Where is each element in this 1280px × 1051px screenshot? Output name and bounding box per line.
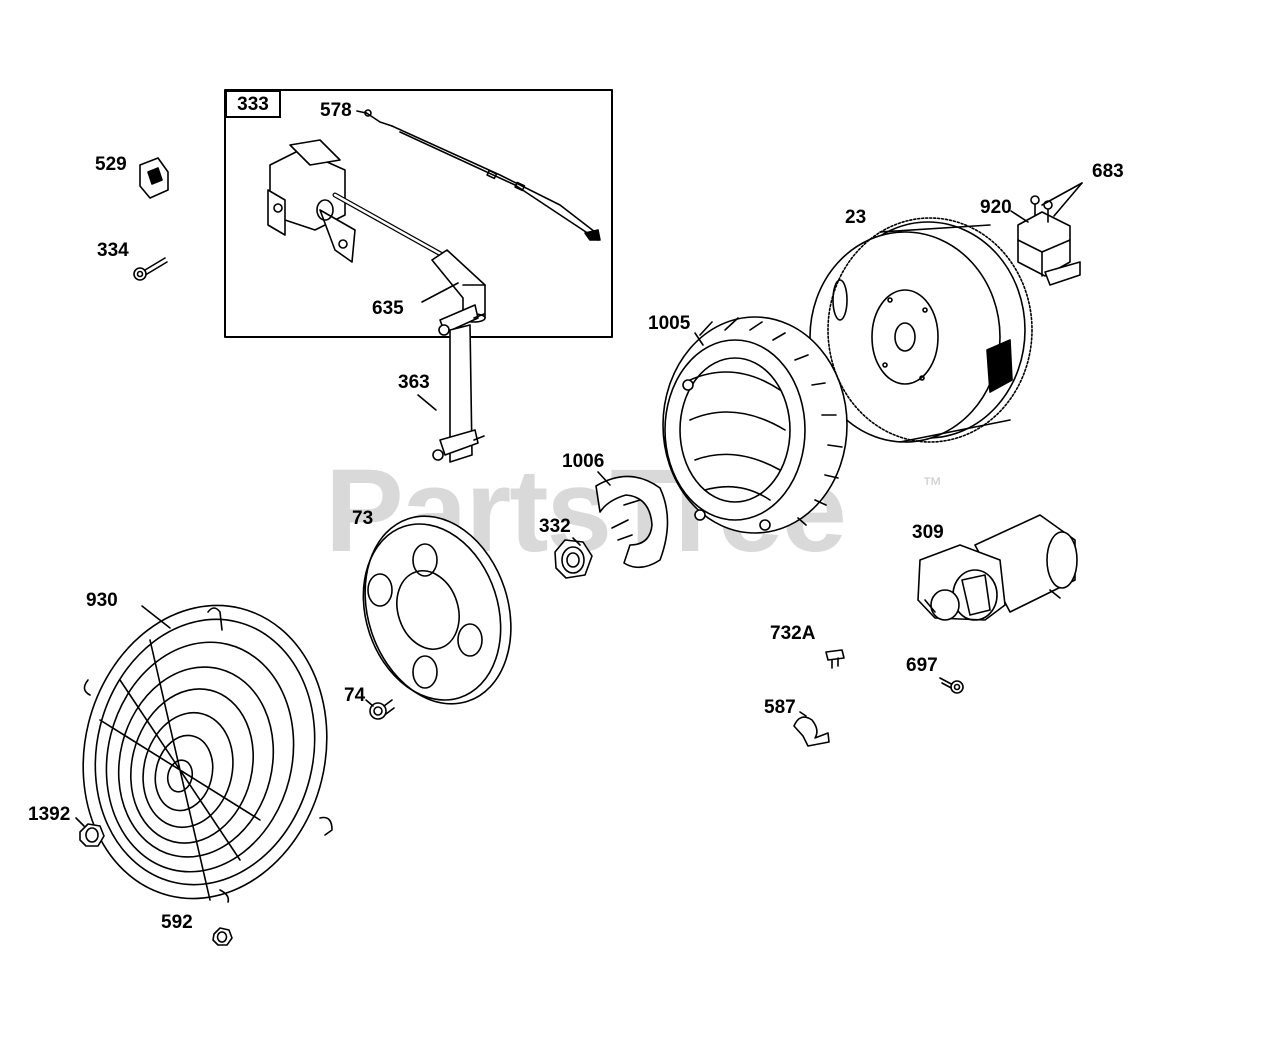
mounting-bracket — [417, 304, 485, 463]
ignition-coil — [267, 139, 458, 265]
callout-334[interactable]: 334 — [97, 240, 129, 261]
bushing — [139, 157, 169, 199]
bolt-334 — [133, 257, 168, 281]
callout-73[interactable]: 73 — [352, 508, 374, 529]
callout-930[interactable]: 930 — [86, 590, 118, 611]
flywheel — [809, 217, 1033, 443]
callout-732A[interactable]: 732A — [770, 623, 816, 644]
callout-1005[interactable]: 1005 — [648, 313, 691, 334]
fan-retainer — [595, 471, 669, 569]
wire-clip — [793, 711, 830, 747]
callout-920[interactable]: 920 — [980, 197, 1012, 218]
callout-363[interactable]: 363 — [398, 372, 430, 393]
nut-592 — [212, 927, 233, 946]
callout-683[interactable]: 683 — [1092, 161, 1124, 182]
callout-697[interactable]: 697 — [906, 655, 938, 676]
callout-529[interactable]: 529 — [95, 154, 127, 175]
callout-1392[interactable]: 1392 — [28, 804, 71, 825]
rotating-screen — [362, 515, 512, 705]
callout-74[interactable]: 74 — [344, 685, 366, 706]
cooling-fan — [662, 316, 848, 534]
flywheel-nut — [554, 537, 593, 579]
group-box-label: 333 — [225, 90, 281, 118]
callout-1006[interactable]: 1006 — [562, 451, 605, 472]
callout-587[interactable]: 587 — [764, 697, 796, 718]
callout-578[interactable]: 578 — [320, 100, 352, 121]
callout-332[interactable]: 332 — [539, 516, 571, 537]
callout-23[interactable]: 23 — [845, 207, 867, 228]
starter-motor — [917, 514, 1078, 621]
screw-697 — [939, 677, 964, 694]
callout-635[interactable]: 635 — [372, 298, 404, 319]
callout-309[interactable]: 309 — [912, 522, 944, 543]
watermark-trademark: ™ — [922, 474, 942, 496]
ground-wire — [356, 109, 601, 241]
callout-333: 333 — [237, 93, 269, 115]
screw-732A — [825, 649, 845, 669]
ignition-group-box — [224, 89, 613, 338]
screw-74 — [365, 699, 395, 720]
nut-1392 — [75, 817, 105, 847]
solenoid — [1010, 182, 1083, 286]
callout-592[interactable]: 592 — [161, 912, 193, 933]
debris-screen — [82, 604, 333, 903]
